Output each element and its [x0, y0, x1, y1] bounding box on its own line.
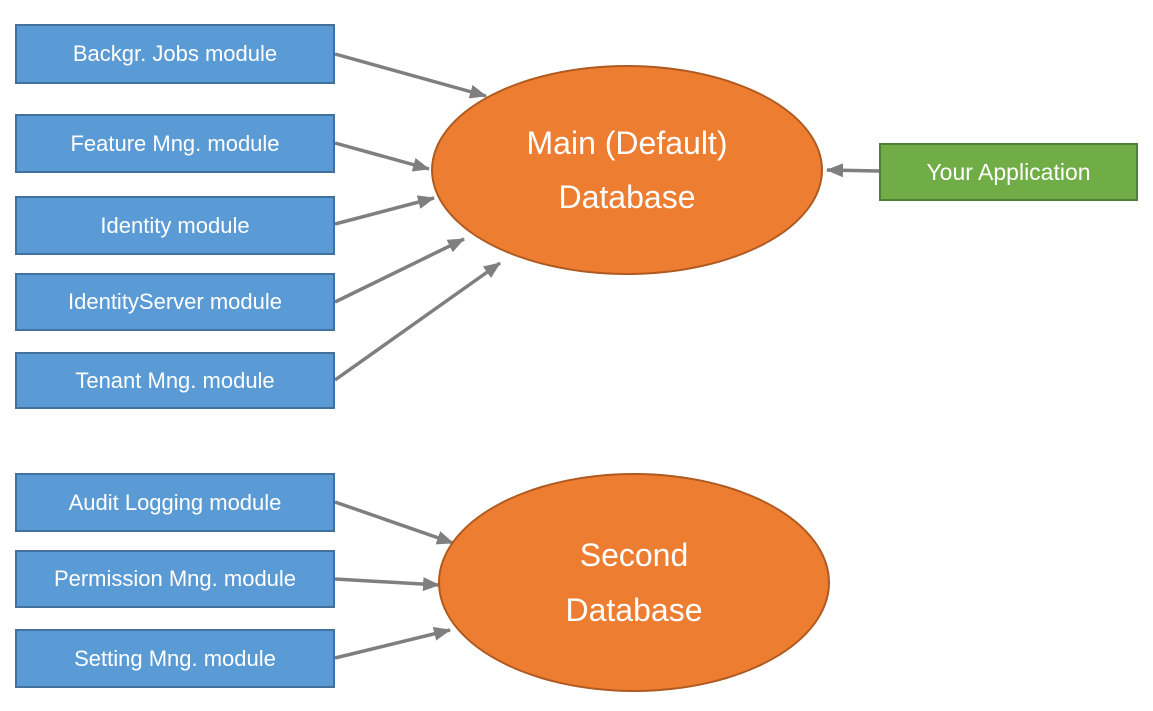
module-box-permission-mng: Permission Mng. module	[15, 550, 335, 608]
module-box-audit-logging: Audit Logging module	[15, 473, 335, 532]
main-database-label-line2: Database	[558, 179, 696, 215]
arrow-identity-to-main-db	[334, 195, 435, 226]
main-database-ellipse: Main (Default) Database	[431, 65, 823, 275]
arrow-feature-mng-to-main-db	[334, 141, 430, 172]
your-application-box: Your Application	[879, 143, 1138, 201]
main-database-label-line1: Main (Default)	[526, 124, 728, 161]
arrow-backgr-jobs-to-main-db	[334, 52, 487, 99]
module-label: Identity module	[100, 212, 250, 238]
module-box-setting-mng: Setting Mng. module	[15, 629, 335, 688]
module-label: IdentityServer module	[68, 289, 282, 314]
module-box-identity: Identity module	[15, 196, 335, 255]
arrow-permission-mng-to-second-db	[334, 577, 440, 592]
arrow-application-to-main-db	[826, 163, 880, 178]
arrow-audit-logging-to-second-db	[334, 500, 454, 545]
module-box-backgr-jobs: Backgr. Jobs module	[15, 24, 335, 84]
your-application-label: Your Application	[926, 158, 1091, 185]
second-database-label-line2: Database	[565, 591, 703, 628]
module-box-feature-mng: Feature Mng. module	[15, 114, 335, 173]
arrow-setting-mng-to-second-db	[334, 626, 451, 660]
module-label: Tenant Mng. module	[75, 367, 275, 393]
module-label: Setting Mng. module	[74, 645, 276, 671]
module-box-identityserver: IdentityServer module	[15, 273, 335, 331]
second-database-ellipse: Second Database	[438, 473, 830, 692]
module-label: Audit Logging module	[68, 489, 282, 515]
module-label: Feature Mng. module	[70, 130, 280, 156]
module-label: Backgr. Jobs module	[72, 41, 278, 66]
arrow-tenant-mng-to-main-db	[333, 261, 502, 382]
module-label: Permission Mng. module	[53, 566, 297, 591]
arrow-identityserver-to-main-db	[334, 237, 465, 304]
module-box-tenant-mng: Tenant Mng. module	[15, 352, 335, 409]
second-database-label-line1: Second	[579, 537, 689, 574]
